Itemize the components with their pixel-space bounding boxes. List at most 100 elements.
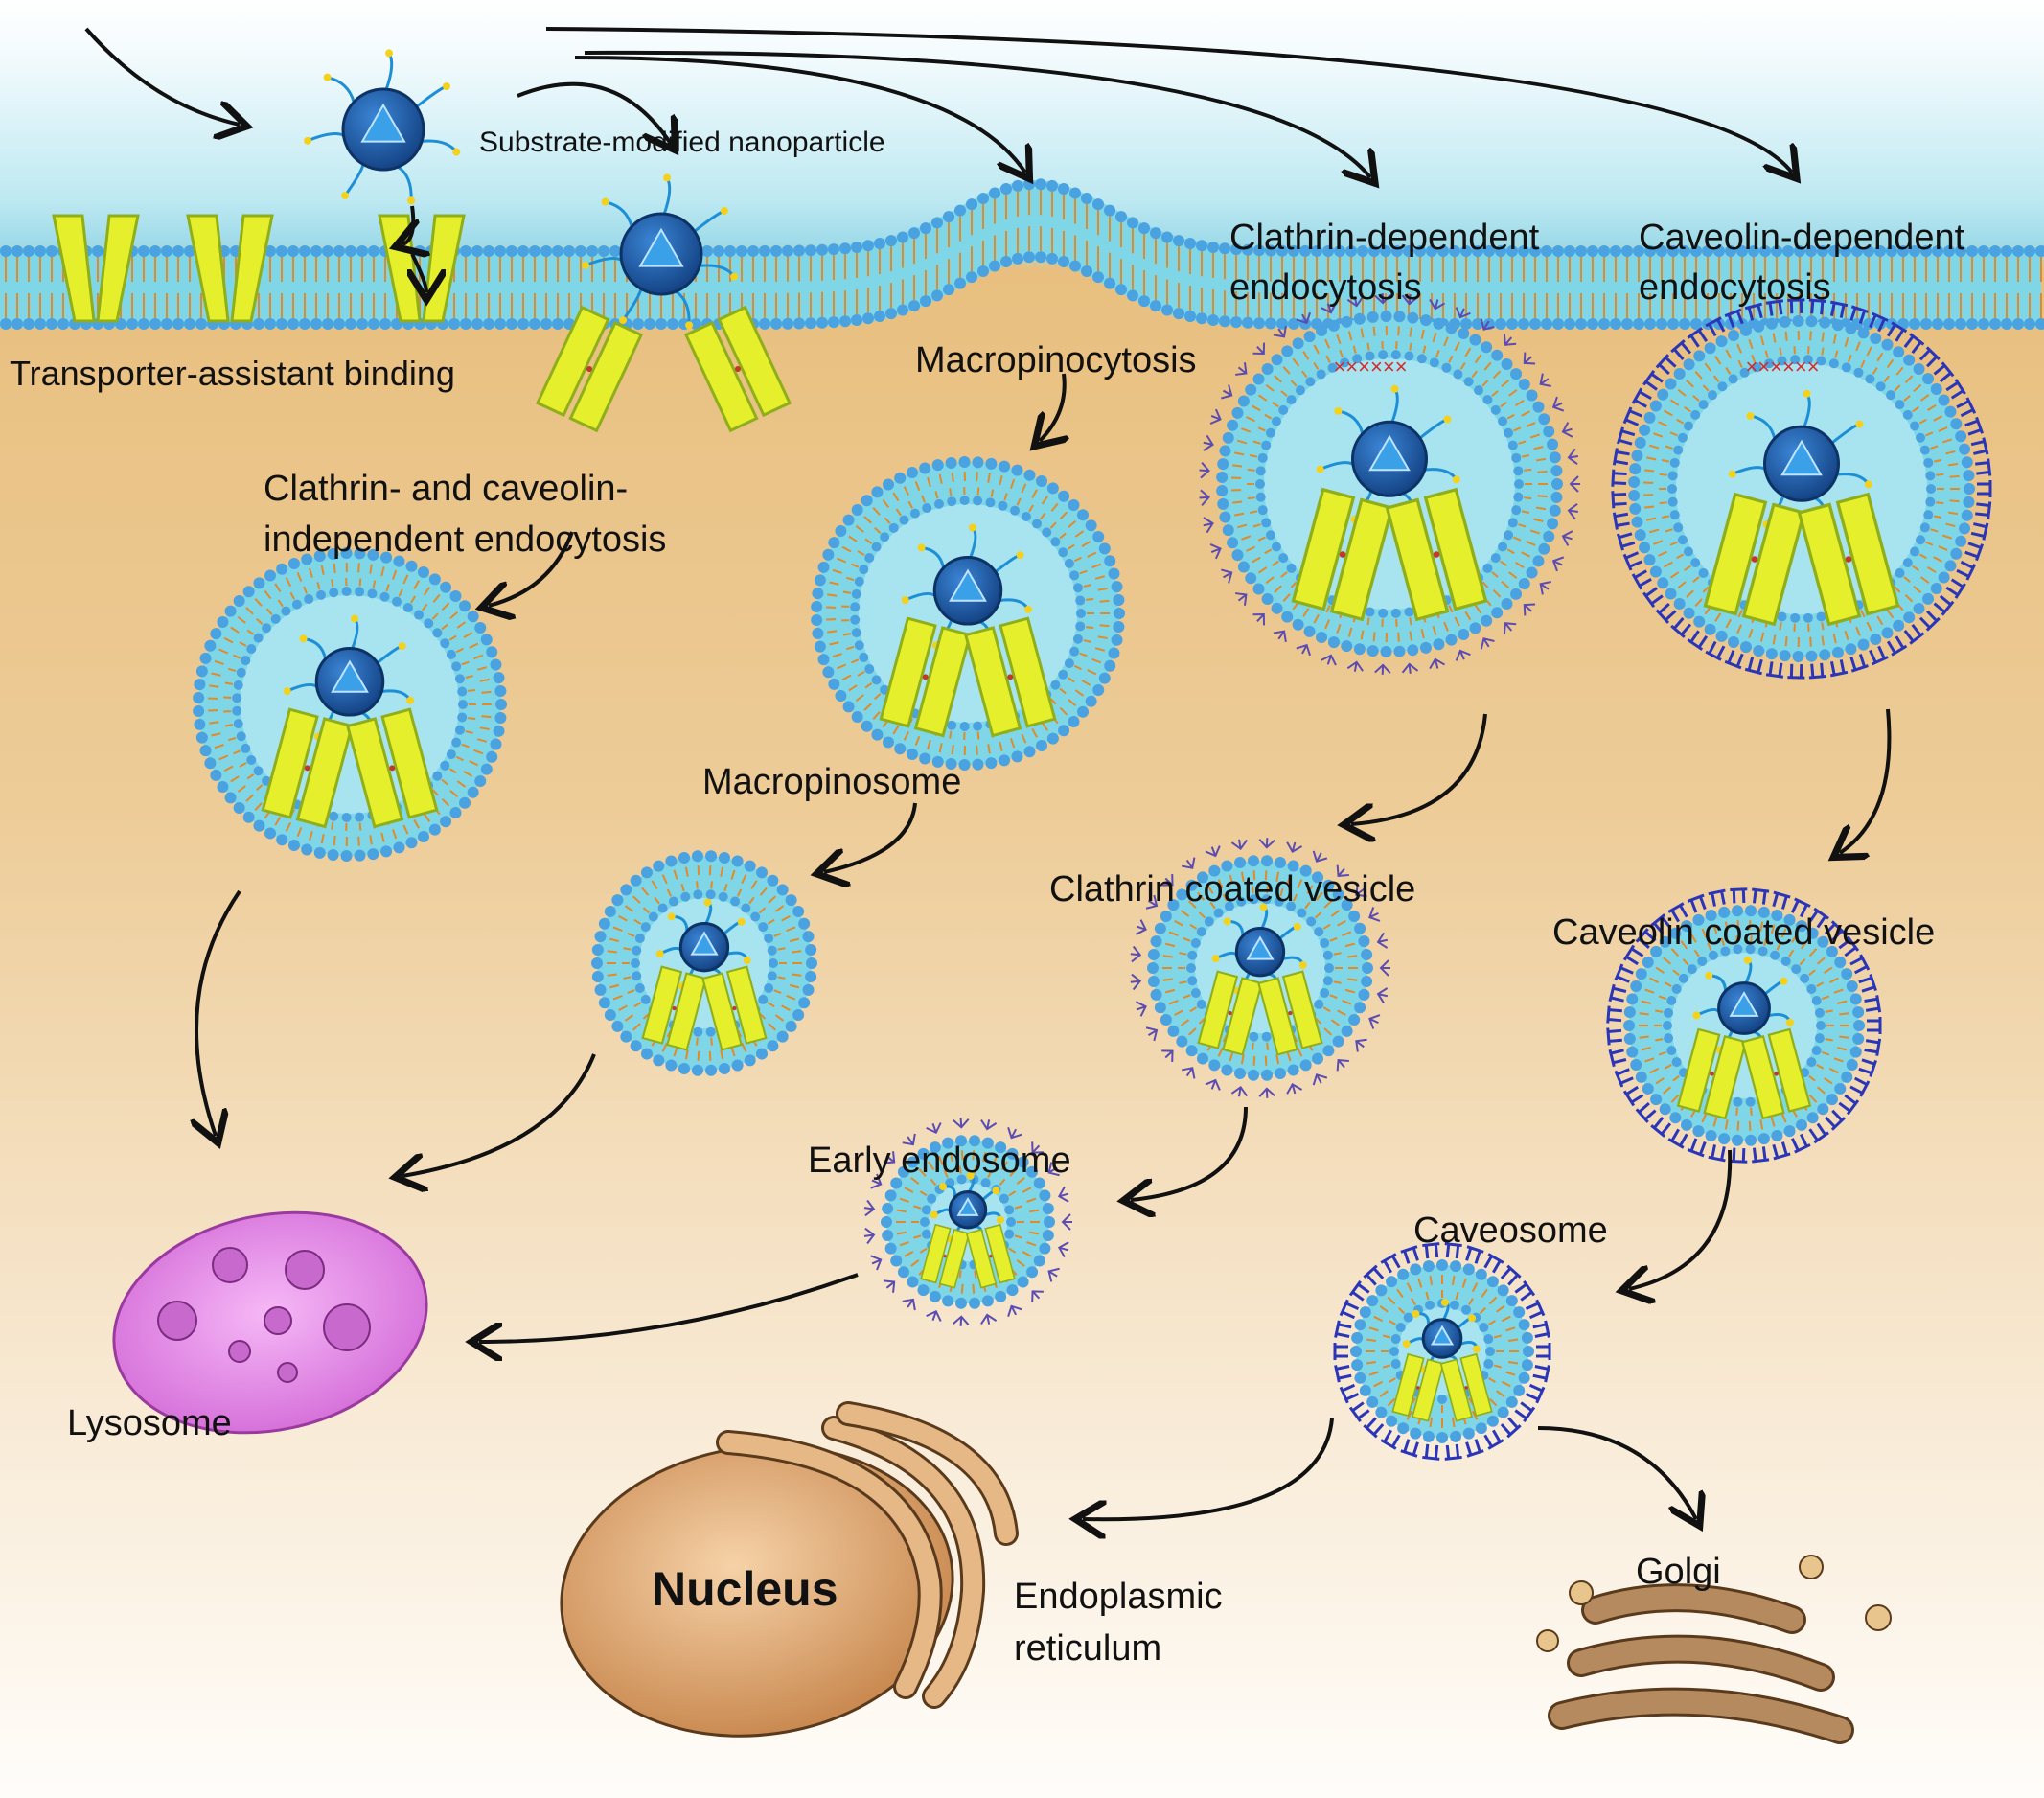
clathrin-leg xyxy=(1273,325,1287,338)
lipid-head xyxy=(604,1008,616,1021)
lipid-head xyxy=(1513,1306,1526,1319)
transporter-subunit xyxy=(1741,502,1806,627)
lipid-head xyxy=(947,496,957,507)
lipid-tail xyxy=(768,1023,777,1031)
lipid-head xyxy=(1236,896,1247,907)
lipid-tail xyxy=(1366,1338,1377,1343)
lipid-head xyxy=(1796,920,1807,933)
lipid-head xyxy=(922,503,932,514)
lipid-tail xyxy=(627,933,635,937)
lipid-head xyxy=(1816,356,1826,366)
caveolin-shape xyxy=(1864,995,1882,1013)
lipid-tail xyxy=(1339,349,1344,358)
lipid-head xyxy=(945,758,957,771)
lipid-tail xyxy=(1313,344,1320,355)
clathrin-triskelion xyxy=(1336,864,1349,878)
caveolin-shape xyxy=(1333,1343,1348,1360)
lipid-head xyxy=(1671,1057,1682,1068)
lipid-tail xyxy=(673,1047,678,1057)
lipid-head xyxy=(1196,871,1208,884)
ligand-chain xyxy=(675,289,691,326)
lipid-head xyxy=(758,922,769,933)
lipid-head xyxy=(1345,244,1357,257)
caveolin-shape xyxy=(1849,305,1869,324)
clathrin-leg xyxy=(1181,1067,1196,1079)
lipid-head xyxy=(1513,466,1524,476)
lipid-head xyxy=(1777,611,1787,622)
clathrin-leg xyxy=(1503,622,1517,634)
clathrin-triskelion xyxy=(1252,342,1266,355)
lipid-tail xyxy=(829,641,839,646)
lipid-head xyxy=(1436,1259,1448,1271)
lipid-head xyxy=(1550,465,1563,477)
lipid-tail xyxy=(892,725,900,735)
transporter-subunit xyxy=(984,1223,1016,1284)
lipid-tail xyxy=(938,473,943,484)
lipid-head xyxy=(1507,440,1518,450)
lipid-tail xyxy=(1686,589,1694,598)
lipid-head xyxy=(1831,319,1844,332)
lipid-tail xyxy=(1164,942,1176,948)
lipid-head xyxy=(1380,311,1392,323)
lipid-tail xyxy=(1649,444,1660,450)
transporter-subunit xyxy=(1385,497,1450,622)
lipid-head xyxy=(393,555,405,567)
clathrin-triskelion xyxy=(926,1309,942,1322)
caveolin-shape xyxy=(1622,1085,1644,1107)
lipid-head xyxy=(1683,421,1693,431)
lipid-head xyxy=(665,1059,678,1072)
lipid-tail xyxy=(1059,511,1068,520)
lipid-head xyxy=(730,896,741,907)
pathway-arrow xyxy=(1040,373,1065,441)
lipid-head xyxy=(1147,976,1160,988)
lipid-tail xyxy=(1712,1117,1718,1127)
caveolin-shape xyxy=(1730,887,1748,904)
lipid-head xyxy=(506,245,517,257)
lipid-tail xyxy=(1816,1064,1825,1070)
lipid-tail xyxy=(723,884,728,892)
lipid-head xyxy=(1380,244,1391,257)
ligand-end xyxy=(1743,956,1752,964)
lipid-head xyxy=(1419,314,1432,327)
lipid-tail xyxy=(1866,621,1872,632)
clathrin-leg xyxy=(1523,603,1536,616)
lipid-tail xyxy=(223,765,234,772)
lipid-tail xyxy=(972,1283,976,1294)
caveolin-shape xyxy=(1824,920,1846,942)
lipid-tail xyxy=(1639,1035,1649,1039)
lipid-head xyxy=(1359,1384,1371,1396)
lipid-head xyxy=(1386,1276,1398,1288)
lipid-tail xyxy=(1249,454,1258,458)
lipid-tail xyxy=(607,973,617,977)
lipid-head xyxy=(985,457,998,470)
caveolin-shape xyxy=(1465,1439,1484,1458)
ligand-end xyxy=(917,543,926,552)
clathrin-triskelion xyxy=(1047,1267,1060,1282)
lipid-tail xyxy=(1821,622,1825,631)
lipid-head xyxy=(1450,1430,1462,1442)
lipid-head xyxy=(680,891,691,902)
lipid-head xyxy=(1069,260,1081,272)
lipid-head xyxy=(1023,469,1036,481)
lipid-head xyxy=(1230,243,1242,256)
lipid-head xyxy=(1631,450,1643,462)
lipid-tail xyxy=(1535,506,1547,511)
clathrin-triskelion xyxy=(1355,884,1367,898)
lysosome xyxy=(112,1210,428,1435)
lipid-tail xyxy=(256,784,264,791)
lipid-head xyxy=(874,237,885,249)
lipid-head xyxy=(1469,334,1481,346)
caveolin-unit xyxy=(1348,1401,1370,1422)
caveolin-unit xyxy=(1650,913,1672,934)
lipid-head xyxy=(851,241,862,253)
lipid-head xyxy=(1955,535,1967,547)
lipid-tail xyxy=(1913,383,1922,393)
lipid-head xyxy=(864,552,875,563)
lipid-tail xyxy=(1174,1009,1183,1017)
lipid-tail xyxy=(1639,1012,1649,1016)
lipid-head xyxy=(1806,983,1817,994)
lipid-tail xyxy=(1397,326,1400,336)
lipid-tail xyxy=(1409,631,1412,641)
clathrin-leg xyxy=(1374,663,1391,675)
